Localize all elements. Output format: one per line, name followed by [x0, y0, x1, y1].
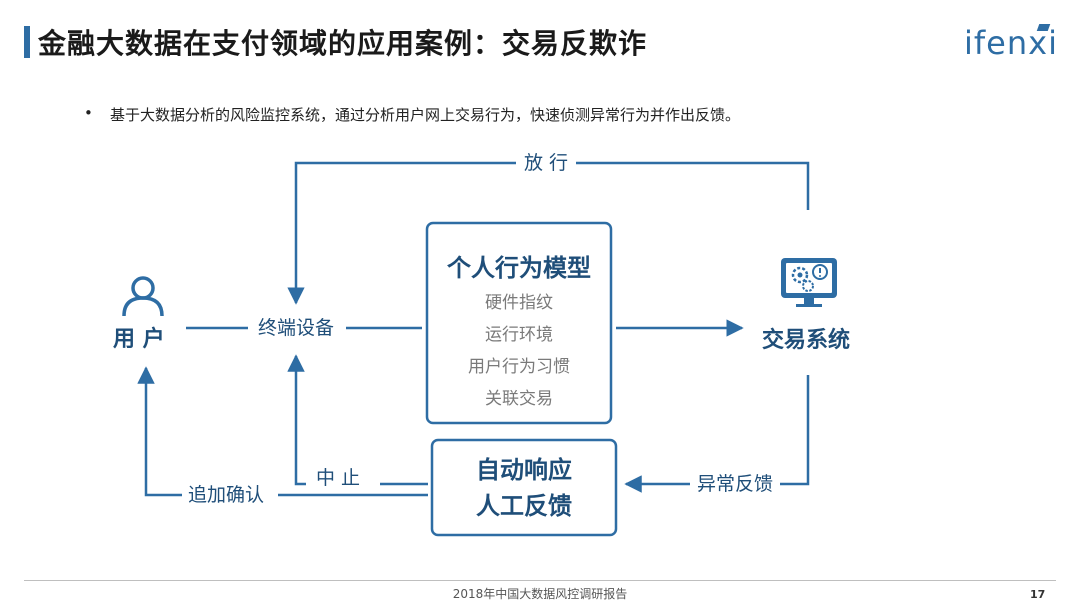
anomaly-feedback-label: 异常反馈 [697, 472, 774, 496]
release-label: 放 行 [516, 151, 577, 175]
model-item: 用户行为习惯 [468, 357, 570, 377]
page-title: 金融大数据在支付领域的应用案例：交易反欺诈 [38, 27, 648, 60]
page-number: 17 [1030, 588, 1046, 601]
behavior-model-title: 个人行为模型 [447, 254, 591, 282]
user-icon [122, 276, 164, 317]
manual-feedback-label: 人工反馈 [476, 492, 572, 520]
response-box [430, 438, 618, 537]
system-label: 交易系统 [762, 328, 851, 353]
footer-divider [24, 580, 1056, 581]
user-label: 用 户 [113, 327, 165, 352]
behavior-model-box [425, 221, 613, 425]
bullet-marker: • [84, 104, 93, 122]
title-accent-bar [24, 26, 30, 58]
terminal-label: 终端设备 [258, 316, 335, 340]
intro-text: 基于大数据分析的风险监控系统，通过分析用户网上交易行为，快速侦测异常行为并作出反… [110, 106, 741, 124]
model-item: 关联交易 [485, 389, 553, 409]
model-item: 硬件指纹 [485, 293, 553, 313]
stop-label: 中 止 [316, 466, 361, 490]
behavior-model-content: 个人行为模型 硬件指纹 运行环境 用户行为习惯 关联交易 [427, 248, 611, 415]
system-monitor-icon [781, 258, 837, 307]
confirm-path [137, 366, 182, 497]
anomaly-feedback-path [780, 375, 810, 486]
model-item: 运行环境 [485, 325, 553, 345]
stop-path [287, 354, 306, 486]
auto-response-label: 自动响应 [476, 456, 572, 484]
response-content: 自动响应 人工反馈 [432, 452, 616, 524]
confirm-label: 追加确认 [188, 483, 265, 507]
footer-source: 2018年中国大数据风控调研报告 [452, 587, 628, 601]
